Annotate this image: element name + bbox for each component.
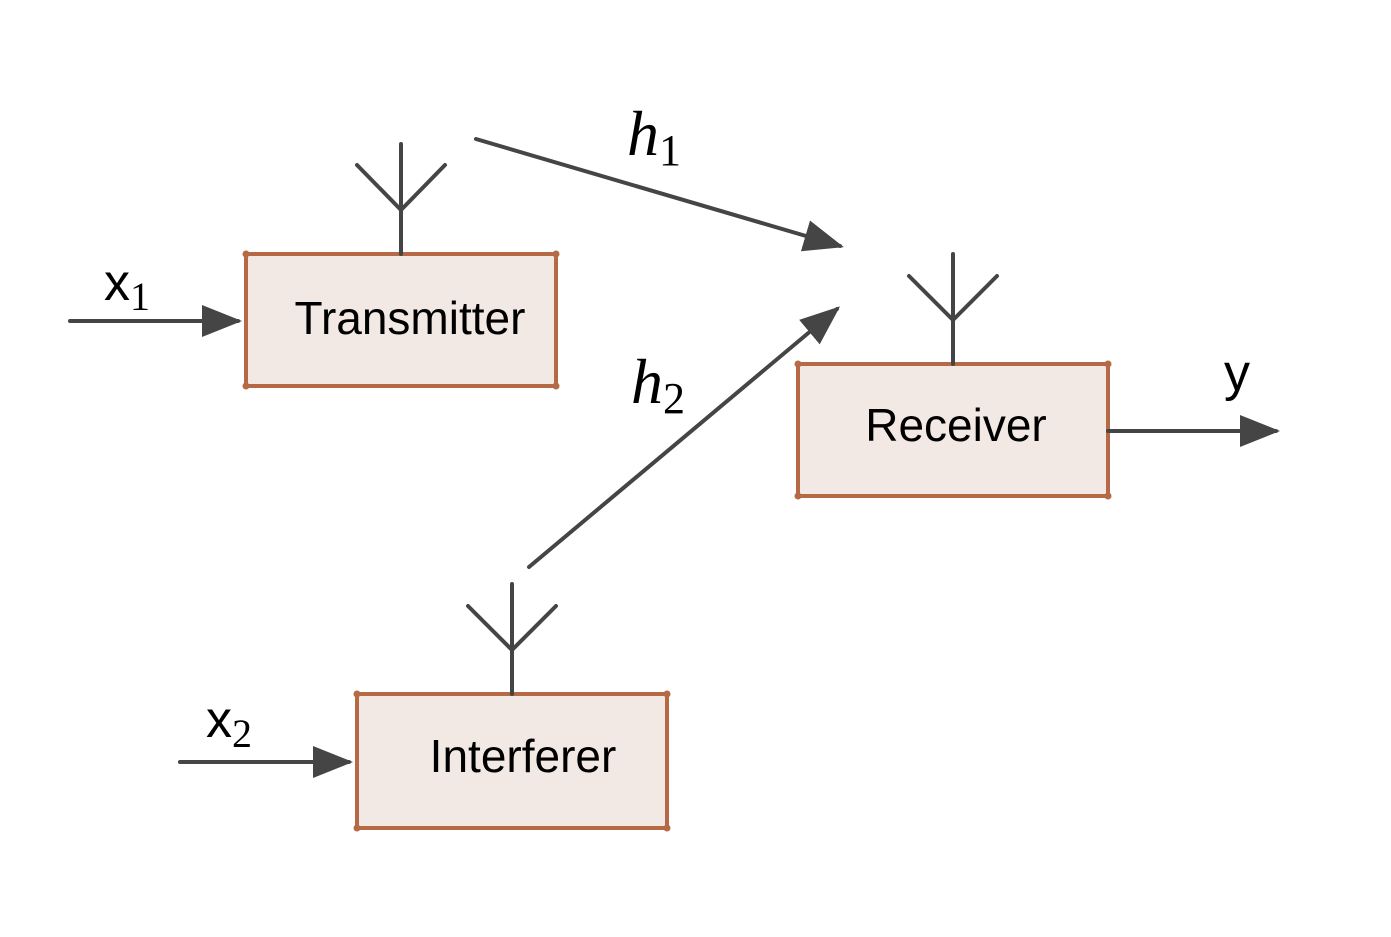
transmitter-antenna-icon — [355, 142, 447, 256]
h1-channel-arrow — [474, 137, 844, 252]
interferer-label: Interferer — [430, 730, 617, 782]
receiver-label: Receiver — [865, 399, 1047, 451]
transmitter-box — [244, 252, 558, 388]
receiver-box — [796, 362, 1110, 498]
interferer-antenna-icon — [466, 582, 558, 696]
x1-label: x1 — [104, 254, 150, 319]
y-label: y — [1224, 344, 1250, 402]
transmitter-block: Transmitter — [242, 250, 560, 390]
x2-label: x2 — [206, 691, 252, 756]
h2-channel-arrow — [527, 306, 841, 569]
h2-label: h2 — [631, 346, 685, 423]
receiver-block: Receiver — [794, 360, 1112, 500]
transmitter-label: Transmitter — [295, 292, 526, 344]
h1-label: h1 — [627, 98, 681, 175]
receiver-antenna-icon — [907, 252, 999, 366]
interferer-block: Interferer — [353, 690, 671, 832]
